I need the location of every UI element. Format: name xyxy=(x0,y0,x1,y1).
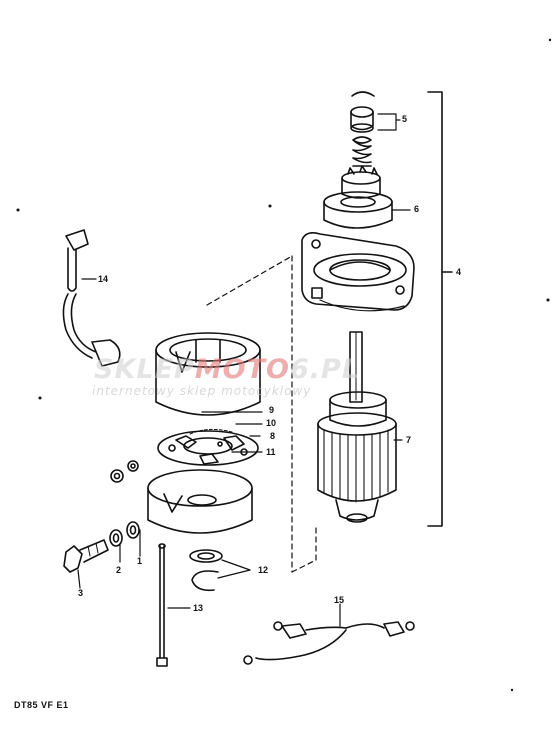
through-bolt xyxy=(156,543,168,667)
ground-cable xyxy=(243,621,415,665)
scan-specks xyxy=(16,38,552,692)
watermark-accent: MOTO xyxy=(194,354,291,385)
callout-1: 1 xyxy=(137,556,143,566)
callout-9: 9 xyxy=(269,405,275,415)
callout-4: 4 xyxy=(456,267,462,277)
dashed-group-outline xyxy=(206,255,317,573)
watermark-logo: SKLEPMOTO6.PL xyxy=(94,354,360,385)
washer-and-circlip xyxy=(189,549,223,592)
pinion-gear xyxy=(323,165,393,229)
armature xyxy=(317,331,397,523)
watermark-prefix: SKLEP xyxy=(94,354,195,385)
callout-10: 10 xyxy=(266,418,277,428)
bolt xyxy=(63,539,109,573)
callout-3: 3 xyxy=(78,588,84,598)
callout-7: 7 xyxy=(406,435,412,445)
watermark-suffix: 6.PL xyxy=(290,354,361,385)
watermark-subtitle: internetowy sklep motocyklowy xyxy=(92,384,312,398)
callout-2: 2 xyxy=(116,565,122,575)
end-bracket-housing xyxy=(301,232,415,312)
callout-11: 11 xyxy=(266,447,276,457)
diagram-code: DT85 VF E1 xyxy=(14,700,69,710)
callout-15: 15 xyxy=(334,595,345,605)
rear-end-cover xyxy=(147,469,253,534)
assembly-bracket xyxy=(427,91,453,527)
pinion-stopper-set xyxy=(350,91,375,167)
callout-13: 13 xyxy=(193,603,204,613)
brush-holder-plate xyxy=(157,428,259,466)
leader-lines xyxy=(77,113,411,627)
callout-12: 12 xyxy=(258,565,269,575)
washer-set xyxy=(109,460,140,547)
callout-5: 5 xyxy=(402,114,408,124)
callout-14: 14 xyxy=(98,274,109,284)
callout-6: 6 xyxy=(414,204,420,214)
lead-wire xyxy=(62,229,121,367)
callout-8: 8 xyxy=(270,431,276,441)
yoke-housing xyxy=(155,332,261,416)
